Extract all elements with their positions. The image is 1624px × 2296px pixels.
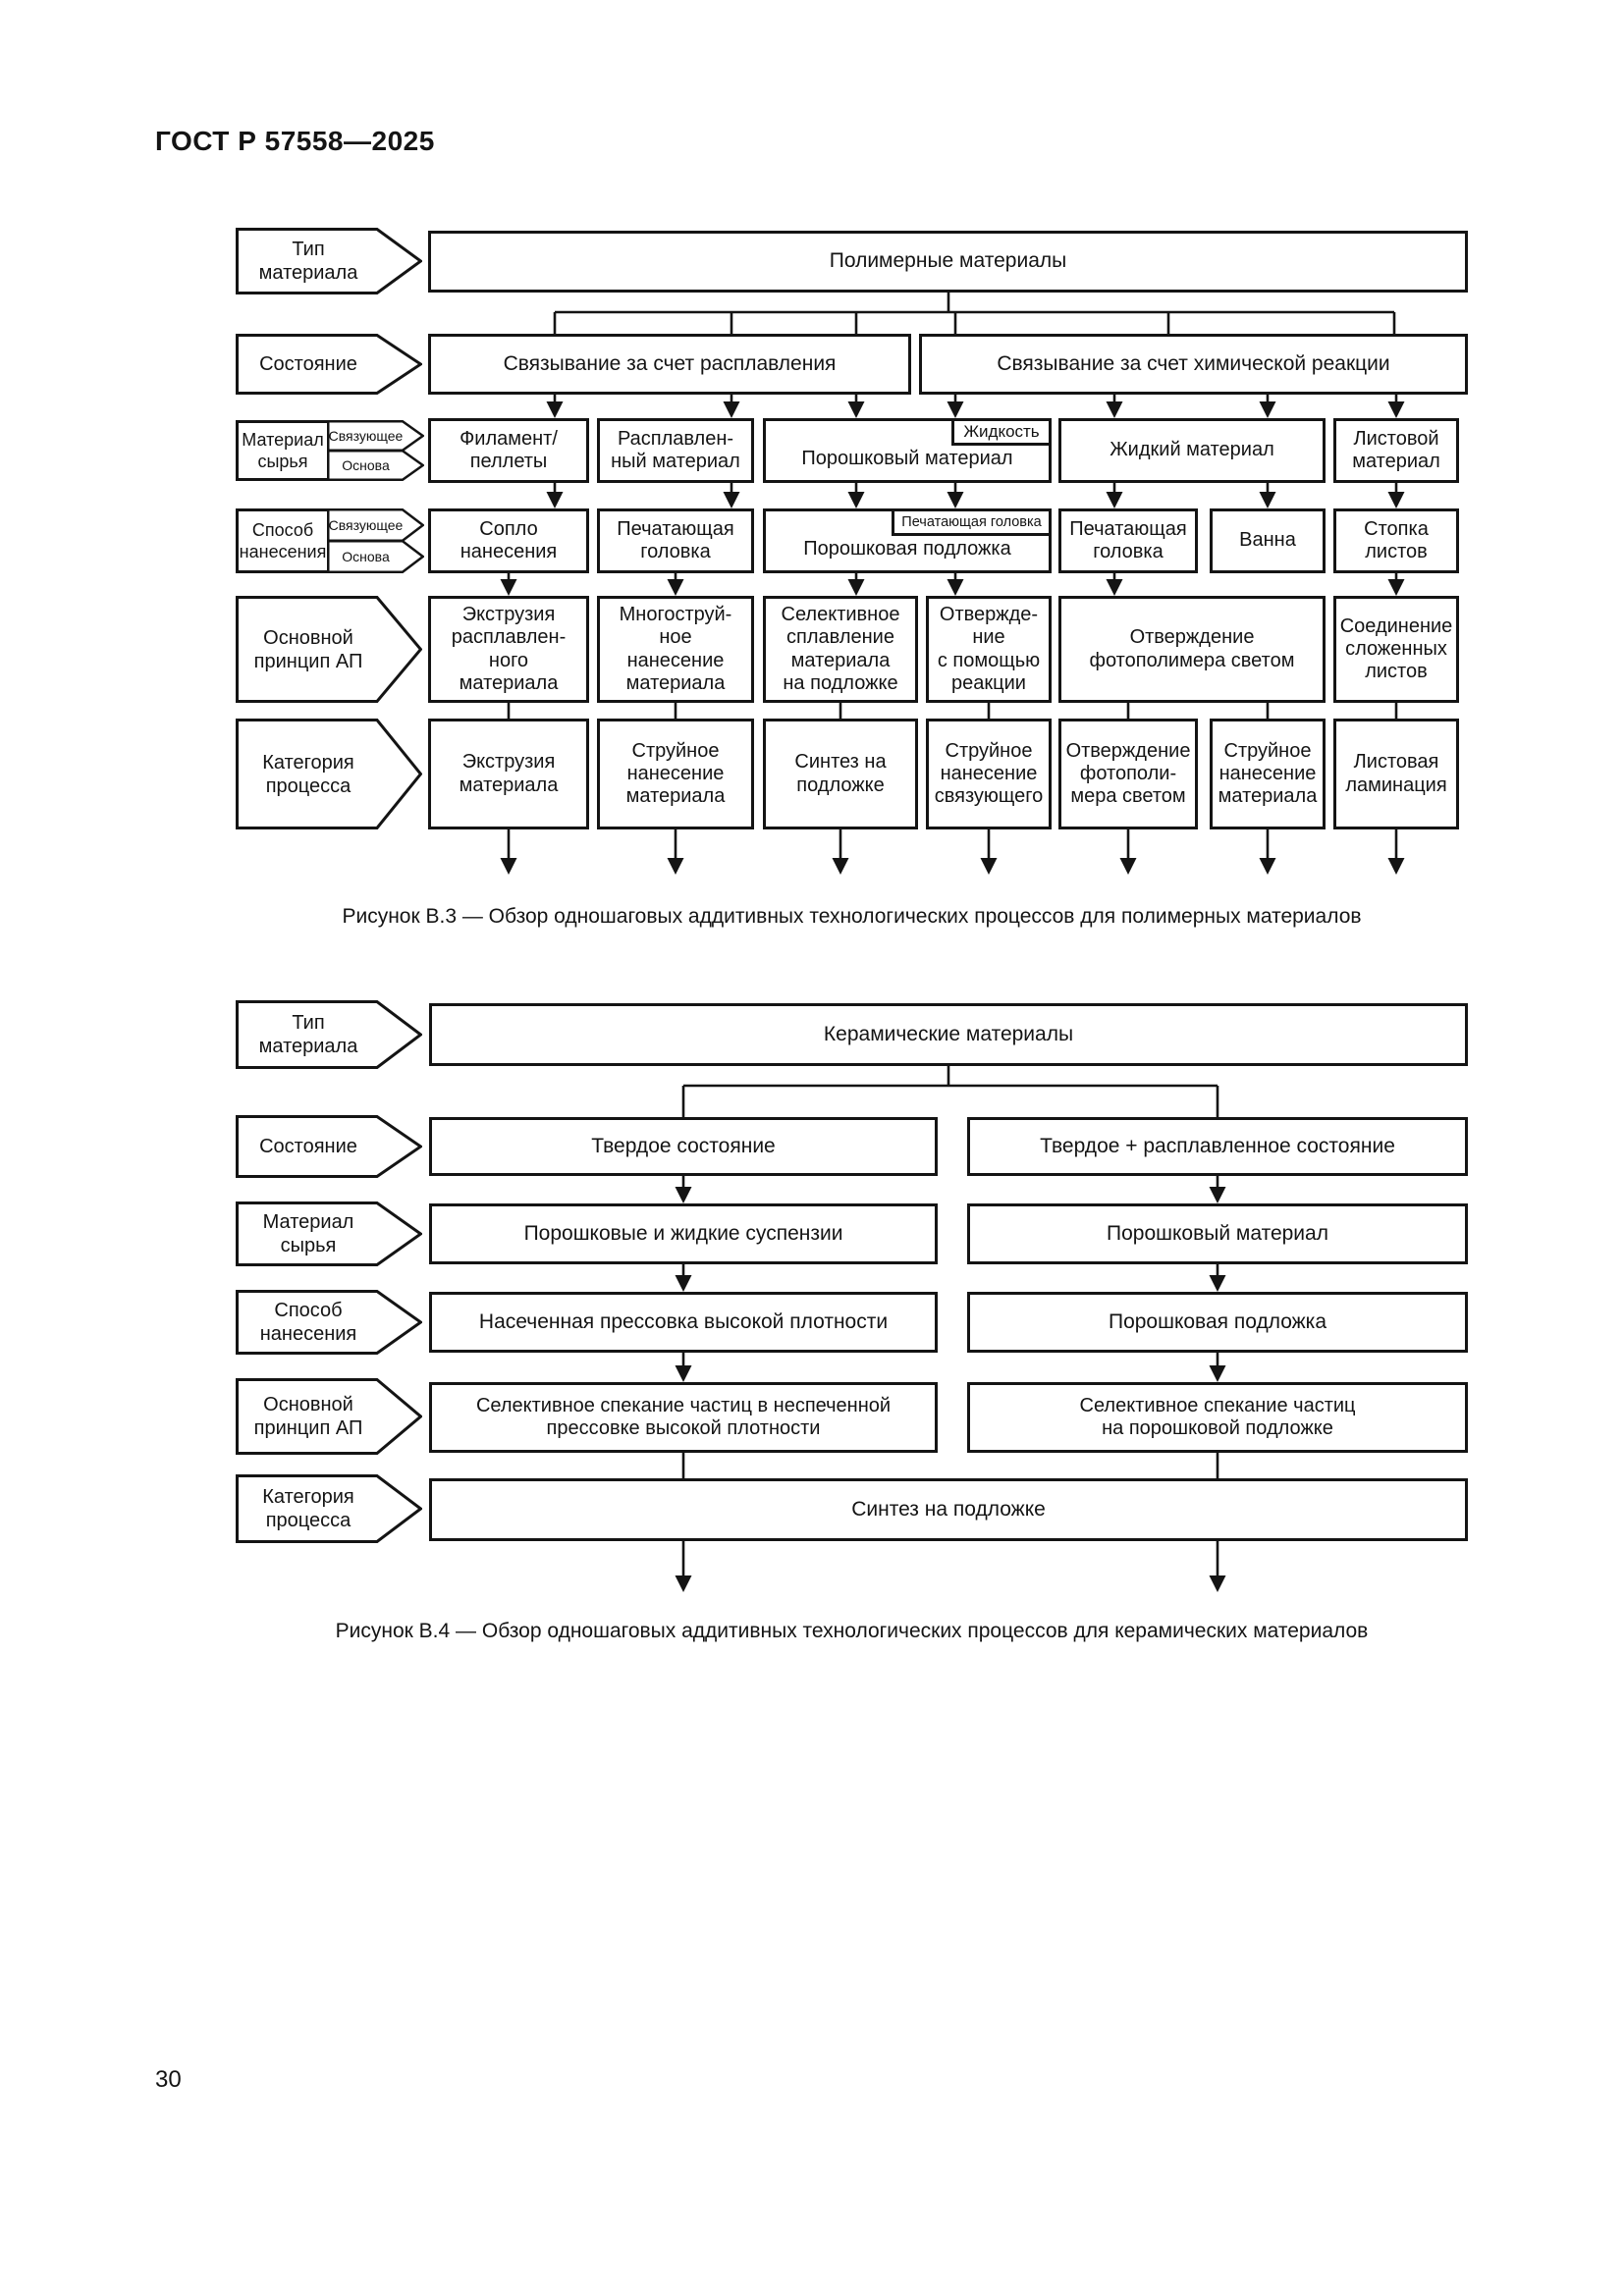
box-category-material-jetting: Струйное нанесение материала: [597, 719, 754, 829]
row-label-state: Состояние: [236, 1115, 422, 1178]
box-ceramic-materials: Керамические материалы: [429, 1003, 1468, 1066]
row-label-text: Способ нанесения: [259, 1300, 357, 1345]
row-sublabel-binder: Связующее: [327, 508, 424, 542]
tag-printhead: Печатающая головка: [892, 508, 1052, 536]
row-label-text: Основной принцип АП: [253, 626, 363, 672]
row-label-text: Основной принцип АП: [253, 1394, 363, 1439]
box-principle-sheet-joining: Соединение сложенных листов: [1333, 596, 1459, 703]
row-sublabel-binder: Связующее: [327, 420, 424, 452]
row-label-feedstock: Материал сырья: [236, 1201, 422, 1266]
box-category-powder-bed-fusion: Синтез на подложке: [429, 1478, 1468, 1541]
row-label-text: Состояние: [259, 1136, 357, 1157]
box-printhead-liquid: Печатающая головка: [1058, 508, 1198, 573]
row-sublabel-text: Связующее: [328, 427, 404, 444]
row-label-category: Категория процесса: [236, 719, 422, 829]
page-number: 30: [155, 2066, 182, 2093]
box-high-density-green-compact: Насеченная прессовка высокой плотности: [429, 1292, 938, 1353]
row-sublabel-text: Связующее: [328, 516, 404, 533]
box-principle-molten-extrusion: Экструзия расплавлен- ного материала: [428, 596, 589, 703]
box-deposition-nozzle: Сопло нанесения: [428, 508, 589, 573]
row-label-text: Категория процесса: [262, 1486, 354, 1531]
row-label-feedstock: Материал сырья: [236, 420, 330, 481]
row-label-category: Категория процесса: [236, 1474, 422, 1543]
row-sublabel-text: Основа: [342, 548, 390, 564]
box-bonding-by-melting: Связывание за счет расплавления: [428, 334, 911, 395]
document-header: ГОСТ Р 57558—2025: [155, 126, 435, 156]
tag-liquid: Жидкость: [951, 418, 1052, 446]
box-category-material-extrusion: Экструзия материала: [428, 719, 589, 829]
row-label-text: Тип материала: [258, 1012, 358, 1057]
box-category-vat-photopolymerization: Отверждение фотополи- мера светом: [1058, 719, 1198, 829]
row-label-text: Категория процесса: [262, 751, 354, 797]
box-principle-sintering-in-compact: Селективное спекание частиц в неспеченно…: [429, 1382, 938, 1453]
box-molten-material: Расплавлен- ный материал: [597, 418, 754, 483]
box-category-sheet-lamination: Листовая ламинация: [1333, 719, 1459, 829]
row-sublabel-text: Основа: [342, 456, 390, 473]
row-label-principle: Основной принцип АП: [236, 596, 422, 703]
box-solid-state: Твердое состояние: [429, 1117, 938, 1176]
box-principle-multijet-deposition: Многоструй- ное нанесение материала: [597, 596, 754, 703]
box-powder-liquid-suspensions: Порошковые и жидкие суспензии: [429, 1203, 938, 1264]
box-sheet-material: Листовой материал: [1333, 418, 1459, 483]
row-label-text: Состояние: [259, 353, 357, 375]
row-label-principle: Основной принцип АП: [236, 1378, 422, 1455]
box-powder-bed: Порошковая подложка: [967, 1292, 1468, 1353]
row-label-application: Способ нанесения: [236, 1290, 422, 1355]
box-printhead: Печатающая головка: [597, 508, 754, 573]
box-principle-photopolymer-curing: Отверждение фотополимера светом: [1058, 596, 1326, 703]
row-label-material-type: Тип материала: [236, 1000, 422, 1069]
figure-b3-caption: Рисунок В.3 — Обзор одношаговых аддитивн…: [342, 905, 1362, 928]
box-principle-sintering-on-powder-bed: Селективное спекание частиц на порошково…: [967, 1382, 1468, 1453]
box-solid-plus-molten-state: Твердое + расплавленное состояние: [967, 1117, 1468, 1176]
row-sublabel-base: Основа: [327, 540, 424, 573]
box-powder-material: Порошковый материал: [967, 1203, 1468, 1264]
box-liquid-material: Жидкий материал: [1058, 418, 1326, 483]
box-filament-pellets: Филамент/ пеллеты: [428, 418, 589, 483]
row-sublabel-base: Основа: [327, 450, 424, 481]
row-label-material-type: Тип материала: [236, 228, 422, 294]
row-label-text: Тип материала: [258, 239, 358, 284]
box-category-powder-bed-fusion: Синтез на подложке: [763, 719, 918, 829]
box-category-binder-jetting: Струйное нанесение связующего: [926, 719, 1052, 829]
box-category-material-jetting-2: Струйное нанесение материала: [1210, 719, 1326, 829]
row-label-text: Материал сырья: [262, 1211, 354, 1256]
box-sheet-stack: Стопка листов: [1333, 508, 1459, 573]
row-label-application: Способ нанесения: [236, 508, 330, 573]
row-label-text: Способ нанесения: [239, 519, 327, 562]
box-vat: Ванна: [1210, 508, 1326, 573]
box-bonding-by-chemical-reaction: Связывание за счет химической реакции: [919, 334, 1468, 395]
box-polymer-materials: Полимерные материалы: [428, 231, 1468, 293]
box-principle-reaction-curing: Отвержде- ние с помощью реакции: [926, 596, 1052, 703]
row-label-text: Материал сырья: [242, 429, 324, 472]
figure-b4-caption: Рисунок В.4 — Обзор одношаговых аддитивн…: [335, 1620, 1369, 1642]
box-principle-selective-fusion: Селективное сплавление материала на подл…: [763, 596, 918, 703]
row-label-state: Состояние: [236, 334, 422, 395]
